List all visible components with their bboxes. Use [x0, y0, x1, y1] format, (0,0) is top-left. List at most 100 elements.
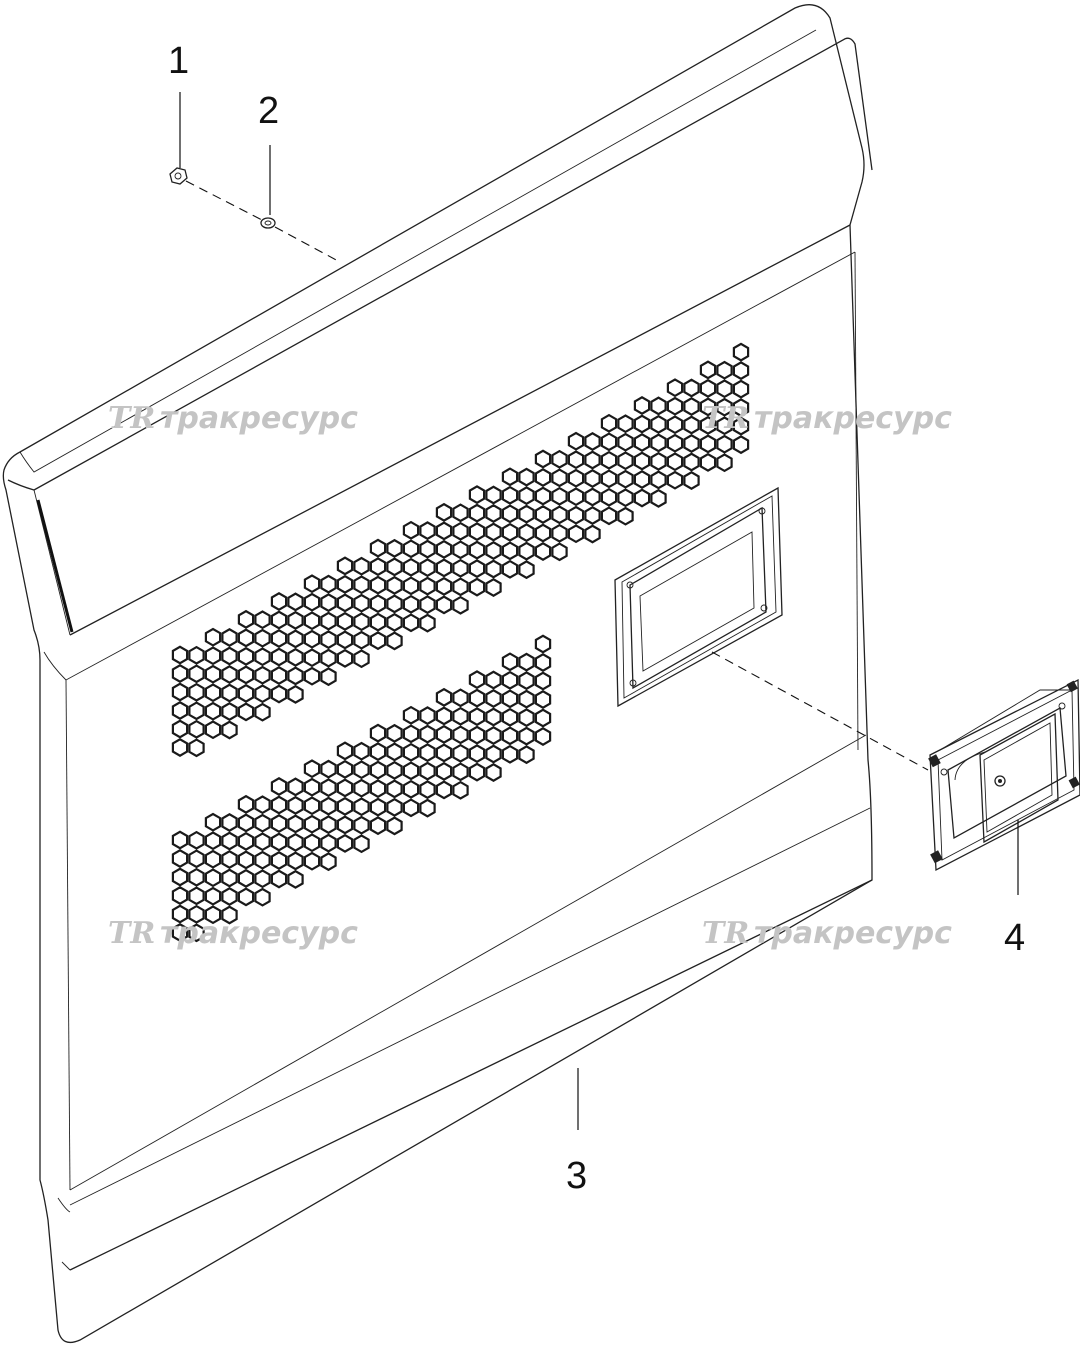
grille-cell — [732, 342, 750, 362]
grille-cell — [683, 397, 700, 416]
grille-cell — [171, 923, 189, 942]
grille-cell — [369, 797, 387, 817]
grille-cell — [221, 702, 238, 721]
grille-cell — [171, 738, 189, 757]
grille-cell — [287, 629, 304, 649]
grille-cell — [666, 433, 684, 453]
grille-cell — [369, 538, 387, 558]
grille-cell — [716, 453, 733, 473]
grille-cell — [485, 485, 502, 505]
grille-cell — [666, 378, 684, 398]
grille-cell — [485, 707, 502, 727]
grille-cell — [320, 778, 337, 798]
grille-cell — [237, 887, 255, 907]
grille-cell — [732, 416, 750, 436]
grille-cell — [534, 708, 552, 728]
grille-cell — [188, 867, 205, 887]
grille-cell — [584, 450, 601, 470]
grille-cell — [287, 851, 304, 871]
grille-cell — [336, 611, 354, 631]
watermark-bottom-right: TR тракресурс — [702, 916, 952, 951]
grille-cell — [485, 522, 502, 542]
grille-cell — [501, 559, 519, 579]
grille-cell — [501, 744, 519, 764]
grille-cell — [369, 742, 387, 762]
grille-cell — [452, 558, 469, 578]
grille-cell — [534, 523, 552, 543]
grille-cell — [320, 796, 337, 816]
grille-cell — [353, 612, 370, 632]
grille-cell — [171, 664, 189, 683]
grille-cell — [435, 539, 453, 559]
grille-cell — [303, 666, 321, 686]
grille-cell — [254, 832, 271, 852]
grille-cell — [369, 594, 387, 614]
grille-cell — [254, 887, 271, 907]
grille-cell — [303, 814, 321, 834]
grille-cell — [468, 688, 486, 708]
grille-cell — [204, 646, 222, 666]
grille-cell — [633, 470, 651, 489]
grille-cell — [452, 577, 469, 597]
svg-text:тракресурс: тракресурс — [160, 401, 358, 436]
grille-cell — [518, 467, 535, 487]
grille-cell — [683, 378, 700, 398]
grille-cell — [501, 726, 519, 746]
grille-cell — [435, 743, 453, 763]
grille-cell — [518, 541, 535, 561]
grille-cell — [270, 795, 288, 815]
grille-cell — [336, 630, 354, 650]
grille-cell — [402, 705, 420, 725]
grille-cell — [584, 469, 601, 488]
grille-cell — [435, 521, 453, 541]
grille-cell — [699, 452, 717, 472]
grille-cell — [468, 670, 486, 690]
grille-cell — [171, 682, 189, 702]
side-panel — [2, 4, 873, 1344]
grille-cell — [353, 741, 370, 761]
grille-cell — [320, 667, 337, 687]
grille-cell — [303, 759, 321, 779]
grille-cell — [320, 815, 337, 835]
grille-cell — [353, 815, 370, 835]
grille-cell — [303, 833, 321, 853]
grille-cell — [699, 415, 717, 435]
grille-cell — [336, 833, 354, 853]
grille-cell — [171, 830, 189, 850]
grille-cell — [567, 487, 585, 507]
grille-cell — [419, 706, 436, 726]
grille-cell — [534, 486, 552, 506]
grille-cell — [402, 742, 420, 762]
grille-cell — [254, 869, 271, 889]
grille-cell — [237, 868, 255, 888]
grille-cell — [617, 469, 634, 489]
grille-cell — [501, 522, 519, 542]
grille-cell — [386, 538, 403, 558]
grille-cell — [518, 726, 535, 746]
grille-cell — [320, 759, 337, 779]
grille-cell — [188, 682, 205, 702]
grille-cell — [419, 743, 436, 763]
grille-cell — [287, 592, 304, 612]
grille-cell — [452, 706, 469, 726]
grille-cell — [386, 816, 403, 836]
grille-cell — [254, 665, 271, 685]
grille-cell — [402, 779, 420, 799]
grille-cell — [287, 647, 304, 667]
grille-cell — [435, 576, 453, 596]
grille-cell — [402, 798, 420, 818]
grille-cell — [468, 577, 486, 597]
grille-cell — [716, 379, 733, 399]
grille-cell — [600, 432, 618, 452]
grille-cell — [567, 468, 585, 488]
grille-cell — [353, 778, 370, 798]
grille-cell — [584, 524, 601, 544]
grille-cell — [320, 648, 337, 668]
grille-cell — [402, 520, 420, 540]
grille-cell — [353, 649, 370, 669]
grille-cell — [237, 683, 255, 703]
grille-cell — [171, 645, 189, 665]
grille-cell — [386, 779, 403, 799]
grille-cell — [204, 886, 222, 906]
grille-cell — [551, 449, 568, 469]
